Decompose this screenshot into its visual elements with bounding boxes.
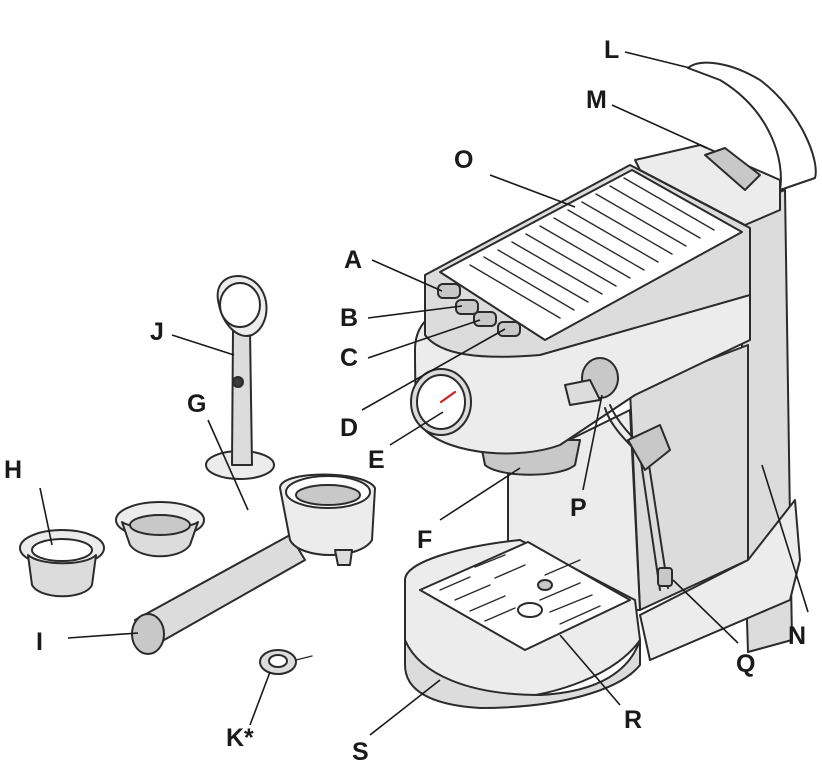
- part-labels: A B C D E F G H I J K* L M N O P Q R S: [4, 36, 806, 766]
- cleaning-disc: [259, 649, 313, 675]
- label-c: C: [340, 344, 358, 372]
- label-n: N: [788, 622, 806, 650]
- cup-warmer-ribs: [469, 177, 715, 319]
- label-l: L: [604, 36, 619, 64]
- leader-lines: [39, 51, 809, 736]
- label-f: F: [417, 526, 432, 554]
- drip-tray-lower: [404, 639, 641, 709]
- label-d: D: [340, 414, 358, 442]
- label-g: G: [187, 390, 206, 418]
- label-e: E: [368, 446, 385, 474]
- pressure-gauge: [410, 368, 472, 436]
- label-m: M: [586, 86, 607, 114]
- label-b: B: [340, 304, 358, 332]
- power-button: [437, 283, 461, 299]
- steam-wand: [604, 404, 673, 591]
- label-p: P: [570, 494, 587, 522]
- gauge-needle: [439, 390, 457, 404]
- label-a: A: [344, 246, 362, 274]
- water-tank-lid: [687, 61, 817, 191]
- steam-button: [497, 321, 521, 337]
- label-o: O: [454, 146, 473, 174]
- label-q: Q: [736, 650, 755, 678]
- filter-basket-double: [115, 501, 205, 558]
- drip-grille-slots: [439, 554, 601, 625]
- label-i: I: [36, 628, 43, 656]
- label-s: S: [352, 738, 369, 766]
- water-tank-handle: [704, 147, 761, 191]
- steam-dial: [564, 357, 619, 406]
- label-j: J: [150, 318, 164, 346]
- label-r: R: [624, 706, 642, 734]
- tamper: [205, 275, 275, 480]
- double-shot-button: [473, 311, 497, 327]
- filter-basket-single: [19, 529, 105, 598]
- label-h: H: [4, 456, 22, 484]
- drip-grille: [419, 541, 631, 651]
- control-panel: [437, 283, 521, 337]
- label-k: K*: [226, 724, 254, 752]
